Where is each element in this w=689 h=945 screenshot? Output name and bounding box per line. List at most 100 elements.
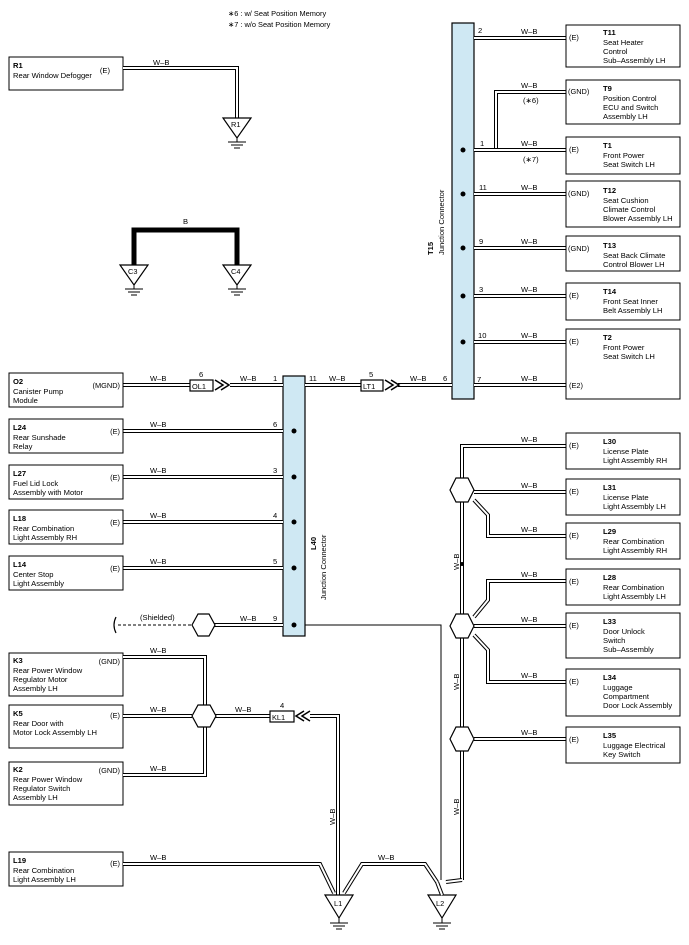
svg-text:(∗6): (∗6)	[523, 96, 539, 105]
svg-text:Rear Power Window: Rear Power Window	[13, 775, 83, 784]
svg-text:W–B: W–B	[521, 183, 537, 192]
svg-text:W–B: W–B	[240, 374, 256, 383]
component-t2: (E) (E2) T2 Front Power Seat Switch LH	[565, 328, 681, 400]
component-k3: K3 Rear Power Window Regulator Motor Ass…	[8, 652, 124, 697]
svg-text:1: 1	[480, 139, 484, 148]
connector-kl1: KL1 4	[269, 701, 311, 723]
svg-text:(Shielded): (Shielded)	[140, 613, 175, 622]
svg-text:Junction Connector: Junction Connector	[319, 534, 328, 600]
svg-text:6: 6	[443, 374, 447, 383]
svg-text:L2: L2	[436, 899, 444, 908]
svg-text:Rear Window Defogger: Rear Window Defogger	[13, 71, 92, 80]
svg-text:Fuel Lid Lock: Fuel Lid Lock	[13, 479, 58, 488]
ground-c3: C3	[118, 264, 150, 296]
svg-text:(E): (E)	[110, 564, 120, 573]
svg-text:6: 6	[199, 370, 203, 379]
svg-text:(MGND): (MGND)	[92, 381, 120, 390]
svg-text:W–B: W–B	[452, 799, 461, 815]
svg-text:L18: L18	[13, 514, 26, 523]
svg-text:Center Stop: Center Stop	[13, 570, 54, 579]
svg-text:Light Assembly LH: Light Assembly LH	[13, 875, 76, 884]
svg-text:Front Seat Inner: Front Seat Inner	[603, 297, 658, 306]
svg-text:5: 5	[369, 370, 373, 379]
svg-text:L40: L40	[309, 537, 318, 550]
svg-text:10: 10	[478, 331, 486, 340]
svg-text:Rear Combination: Rear Combination	[603, 583, 664, 592]
svg-text:W–B: W–B	[521, 525, 537, 534]
ground-l1: L1	[323, 894, 355, 930]
svg-text:T2: T2	[603, 333, 612, 342]
svg-text:9: 9	[479, 237, 483, 246]
svg-text:(GND): (GND)	[99, 766, 120, 775]
svg-text:C4: C4	[231, 267, 240, 276]
component-k5: K5 Rear Door with Motor Lock Assembly LH…	[8, 704, 124, 749]
svg-text:W–B: W–B	[521, 285, 537, 294]
svg-text:Rear Combination: Rear Combination	[603, 537, 664, 546]
svg-text:Rear Power Window: Rear Power Window	[13, 666, 83, 675]
component-l33: (E) L33 Door Unlock Switch Sub–Assembly	[565, 612, 681, 659]
svg-text:Regulator Motor: Regulator Motor	[13, 675, 68, 684]
svg-text:L30: L30	[603, 437, 616, 446]
svg-text:Rear Sunshade: Rear Sunshade	[13, 433, 66, 442]
svg-text:L35: L35	[603, 731, 617, 740]
svg-text:W–B: W–B	[410, 374, 426, 383]
splice-r3	[449, 726, 475, 752]
svg-text:License Plate: License Plate	[603, 447, 649, 456]
svg-text:Light Assembly RH: Light Assembly RH	[603, 456, 667, 465]
svg-text:W–B: W–B	[150, 853, 166, 862]
svg-text:Assembly LH: Assembly LH	[13, 793, 58, 802]
svg-text:Seat Switch LH: Seat Switch LH	[603, 160, 655, 169]
svg-text:L29: L29	[603, 527, 616, 536]
svg-text:W–B: W–B	[521, 139, 537, 148]
right-branch-wires	[460, 444, 566, 741]
svg-text:O2: O2	[13, 377, 23, 386]
svg-text:Control: Control	[603, 47, 628, 56]
splice-k	[191, 704, 217, 728]
svg-text:B: B	[183, 217, 188, 226]
svg-text:L24: L24	[13, 423, 27, 432]
svg-text:(∗7): (∗7)	[523, 155, 539, 164]
splice-r2	[449, 613, 475, 639]
component-l31: (E) L31 License Plate Light Assembly LH	[565, 478, 681, 516]
svg-text:T9: T9	[603, 84, 612, 93]
svg-text:W–B: W–B	[150, 466, 166, 475]
splice-shield	[191, 613, 216, 637]
svg-text:Regulator Switch: Regulator Switch	[13, 784, 70, 793]
svg-text:(E): (E)	[110, 859, 120, 868]
svg-text:Front Power: Front Power	[603, 151, 645, 160]
component-o2: O2 Canister Pump Module (MGND)	[8, 372, 124, 408]
connector-ol1: OL1 6	[189, 370, 231, 392]
svg-text:4: 4	[280, 701, 284, 710]
component-t14: (E) T14 Front Seat Inner Belt Assembly L…	[565, 282, 681, 321]
svg-text:Belt Assembly LH: Belt Assembly LH	[603, 306, 663, 315]
svg-text:(GND): (GND)	[568, 87, 589, 96]
svg-text:W–B: W–B	[521, 481, 537, 490]
svg-text:(E): (E)	[569, 621, 579, 630]
svg-text:Seat Heater: Seat Heater	[603, 38, 644, 47]
ground-r1: R1	[221, 117, 253, 149]
svg-text:Blower Assembly LH: Blower Assembly LH	[603, 214, 673, 223]
svg-text:T1: T1	[603, 141, 613, 150]
svg-text:C3: C3	[128, 267, 137, 276]
svg-text:(E): (E)	[569, 577, 579, 586]
note-6: ∗6 : w/ Seat Position Memory	[228, 9, 327, 18]
svg-text:W–B: W–B	[150, 646, 166, 655]
svg-text:W–B: W–B	[521, 374, 537, 383]
svg-text:Light Assembly RH: Light Assembly RH	[603, 546, 667, 555]
t15-dots	[460, 147, 466, 345]
svg-text:W–B: W–B	[521, 615, 537, 624]
component-t1: (E) T1 Front Power Seat Switch LH	[565, 136, 681, 175]
svg-text:T14: T14	[603, 287, 617, 296]
svg-text:3: 3	[479, 285, 483, 294]
component-l27: L27 Fuel Lid Lock Assembly with Motor (E…	[8, 464, 124, 500]
svg-text:(E): (E)	[569, 337, 579, 346]
svg-text:W–B: W–B	[521, 331, 537, 340]
svg-text:Position Control: Position Control	[603, 94, 657, 103]
svg-text:Motor Lock Assembly LH: Motor Lock Assembly LH	[13, 728, 97, 737]
svg-text:W–B: W–B	[240, 614, 256, 623]
svg-text:L19: L19	[13, 856, 26, 865]
svg-text:T13: T13	[603, 241, 616, 250]
svg-text:2: 2	[478, 26, 482, 35]
svg-text:W–B: W–B	[452, 674, 461, 690]
component-l29: (E) L29 Rear Combination Light Assembly …	[565, 522, 681, 560]
